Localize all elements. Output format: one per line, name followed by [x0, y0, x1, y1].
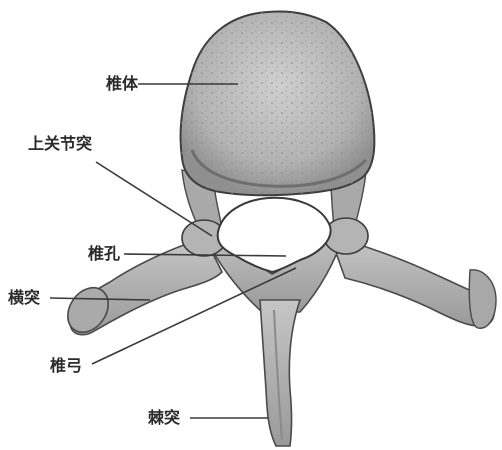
label-superior-articular-process: 上关节突: [28, 136, 92, 152]
label-vertebral-arch: 椎弓: [50, 358, 82, 374]
transverse-process-right-tip: [469, 270, 496, 328]
label-spinous-process: 棘突: [148, 410, 180, 426]
label-vertebral-foramen: 椎孔: [88, 246, 120, 262]
label-transverse-process: 横突: [8, 290, 40, 306]
label-vertebral-body: 椎体: [106, 76, 138, 92]
